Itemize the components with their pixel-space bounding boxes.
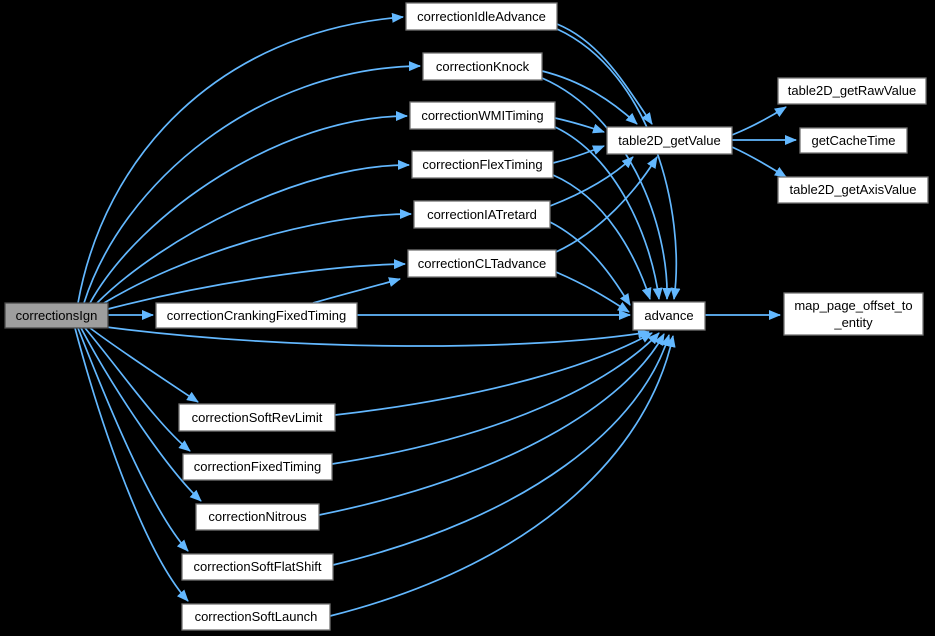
edge-correctionsIgn-to-correctionIATretard (103, 209, 412, 304)
node-correctionCrankingFixedTiming[interactable]: correctionCrankingFixedTiming (155, 302, 358, 329)
edge-correctionCLTadvance-to-advance (555, 271, 630, 313)
svg-text:correctionFixedTiming: correctionFixedTiming (194, 459, 321, 474)
edge-correctionIATretard-to-table2D_getValue (549, 156, 634, 207)
svg-text:advance: advance (644, 308, 693, 323)
node-table2D_getValue[interactable]: table2D_getValue (606, 126, 733, 155)
edge-correctionSoftFlatShift-to-advance (332, 334, 671, 566)
edge-correctionIdleAdvance-to-advance (556, 28, 681, 300)
node-correctionKnock[interactable]: correctionKnock (422, 52, 543, 81)
svg-text:correctionsIgn: correctionsIgn (16, 308, 98, 323)
node-correctionIATretard[interactable]: correctionIATretard (413, 200, 551, 229)
svg-text:_entity: _entity (833, 315, 873, 330)
node-correctionSoftFlatShift[interactable]: correctionSoftFlatShift (181, 553, 334, 581)
svg-text:table2D_getRawValue: table2D_getRawValue (788, 83, 916, 98)
edge-correctionIATretard-to-advance (549, 221, 631, 306)
node-correctionWMITiming[interactable]: correctionWMITiming (409, 101, 556, 130)
edge-correctionFixedTiming-to-advance (331, 332, 660, 465)
edge-table2D_getValue-to-table2D_getRawValue (731, 106, 787, 136)
edge-correctionNitrous-to-advance (318, 333, 665, 516)
node-correctionSoftLaunch[interactable]: correctionSoftLaunch (181, 603, 331, 631)
edge-correctionsIgn-to-correctionSoftRevLimit (89, 327, 199, 403)
edge-correctionsIgn-to-correctionFlexTiming (96, 159, 410, 304)
edge-correctionsIgn-to-correctionIdleAdvance (77, 12, 404, 304)
node-correctionSoftRevLimit[interactable]: correctionSoftRevLimit (178, 403, 336, 432)
svg-text:correctionSoftLaunch: correctionSoftLaunch (195, 609, 318, 624)
edge-correctionsIgn-to-correctionKnock (83, 61, 421, 304)
svg-text:correctionCrankingFixedTiming: correctionCrankingFixedTiming (167, 308, 346, 323)
svg-text:correctionCLTadvance: correctionCLTadvance (418, 256, 546, 271)
edge-layer (74, 12, 797, 617)
svg-text:correctionKnock: correctionKnock (436, 59, 530, 74)
edge-correctionsIgn-to-correctionCLTadvance (107, 259, 406, 310)
node-map_page_offset_to_entity[interactable]: map_page_offset_to _entity (783, 292, 924, 336)
node-correctionsIgn[interactable]: correctionsIgn (4, 302, 109, 329)
node-correctionFlexTiming[interactable]: correctionFlexTiming (411, 150, 554, 179)
edge-correctionWMITiming-to-table2D_getValue (554, 117, 605, 134)
node-correctionNitrous[interactable]: correctionNitrous (195, 503, 320, 531)
node-advance[interactable]: advance (632, 301, 706, 331)
svg-text:correctionSoftFlatShift: correctionSoftFlatShift (194, 559, 322, 574)
node-table2D_getAxisValue[interactable]: table2D_getAxisValue (777, 176, 929, 204)
edge-correctionCLTadvance-to-table2D_getValue (555, 156, 658, 253)
edge-table2D_getValue-to-table2D_getAxisValue (731, 146, 787, 178)
svg-text:correctionNitrous: correctionNitrous (208, 509, 307, 524)
edge-correctionsIgn-to-correctionSoftLaunch (74, 327, 189, 602)
svg-text:getCacheTime: getCacheTime (811, 133, 895, 148)
edge-correctionsIgn-to-correctionFixedTiming (84, 327, 191, 452)
edge-correctionKnock-to-advance (541, 77, 673, 300)
edge-correctionsIgn-to-correctionNitrous (80, 327, 202, 502)
node-correctionIdleAdvance[interactable]: correctionIdleAdvance (405, 2, 558, 31)
svg-text:table2D_getAxisValue: table2D_getAxisValue (790, 182, 917, 197)
edge-correctionCrankingFixedTiming-to-correctionCLTadvance (312, 277, 401, 304)
node-correctionFixedTiming[interactable]: correctionFixedTiming (182, 453, 333, 481)
node-correctionCLTadvance[interactable]: correctionCLTadvance (407, 249, 557, 278)
node-getCacheTime[interactable]: getCacheTime (799, 127, 908, 154)
svg-text:correctionIATretard: correctionIATretard (427, 207, 537, 222)
node-layer: correctionsIgn correctionIdleAdvance cor… (4, 2, 929, 631)
node-table2D_getRawValue[interactable]: table2D_getRawValue (777, 77, 927, 105)
edge-correctionSoftLaunch-to-advance (329, 335, 676, 617)
edge-correctionsIgn-to-advance (105, 326, 650, 347)
edge-correctionsIgn-to-correctionSoftFlatShift (77, 327, 189, 552)
svg-text:correctionFlexTiming: correctionFlexTiming (422, 157, 542, 172)
edge-correctionSoftRevLimit-to-advance (334, 332, 653, 416)
edge-correctionsIgn-to-correctionWMITiming (89, 111, 408, 304)
svg-text:correctionIdleAdvance: correctionIdleAdvance (417, 9, 546, 24)
svg-text:correctionWMITiming: correctionWMITiming (421, 108, 543, 123)
svg-text:table2D_getValue: table2D_getValue (618, 133, 720, 148)
edge-correctionIdleAdvance-to-table2D_getValue (556, 23, 653, 125)
edge-correctionFlexTiming-to-advance (552, 174, 652, 300)
edge-correctionKnock-to-table2D_getValue (541, 70, 638, 125)
svg-text:correctionSoftRevLimit: correctionSoftRevLimit (192, 410, 323, 425)
edge-correctionWMITiming-to-advance (554, 126, 663, 300)
svg-text:map_page_offset_to: map_page_offset_to (794, 298, 912, 313)
edge-correctionFlexTiming-to-table2D_getValue (552, 145, 605, 164)
